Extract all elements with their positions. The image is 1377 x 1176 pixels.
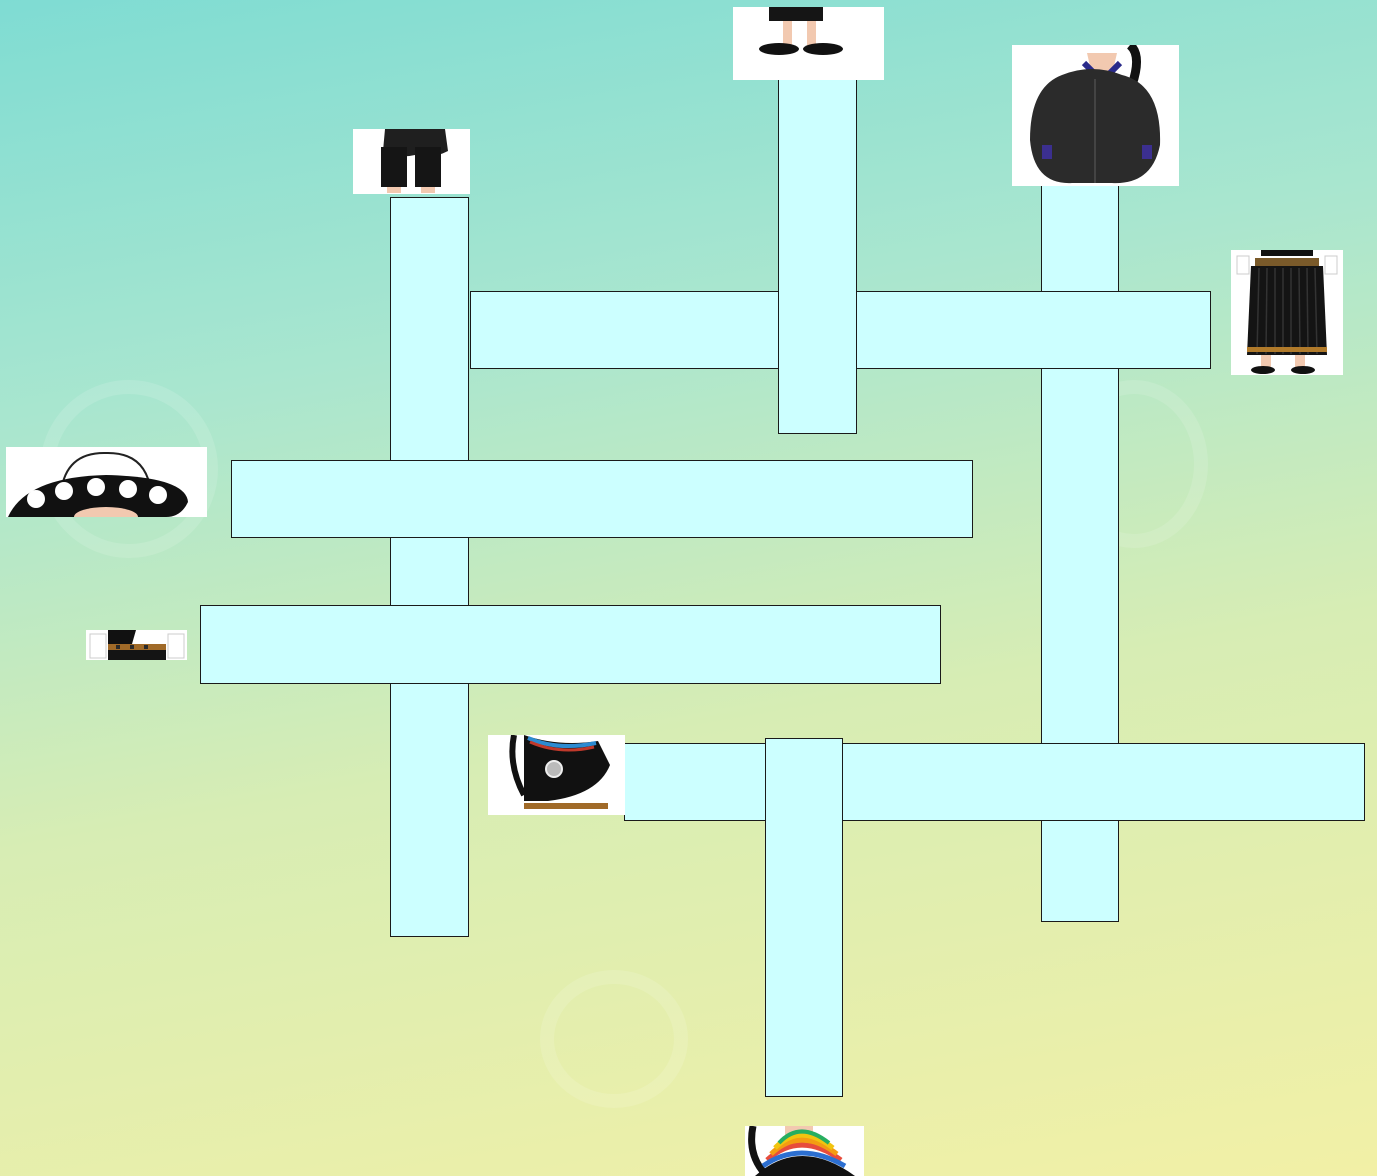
black-pants-icon [353,129,470,194]
black-shoes-icon [733,7,884,80]
vertical-slot-word-1[interactable] [390,197,469,937]
horizontal-slot-word-5[interactable] [231,460,973,538]
horizontal-slot-word-6[interactable] [200,605,941,684]
black-white-hat-icon [6,447,207,517]
black-poncho-icon [1012,45,1179,186]
vertical-slot-word-8[interactable] [765,738,843,1097]
shawl-with-brooch-icon [488,735,625,815]
beaded-necklace-icon [745,1126,864,1176]
horizontal-slot-word-7[interactable] [624,743,1365,821]
watermark-swirl [540,970,688,1108]
vertical-slot-word-2[interactable] [778,76,857,434]
belt-sash-icon [86,630,187,660]
pleated-skirt-icon [1231,250,1343,375]
